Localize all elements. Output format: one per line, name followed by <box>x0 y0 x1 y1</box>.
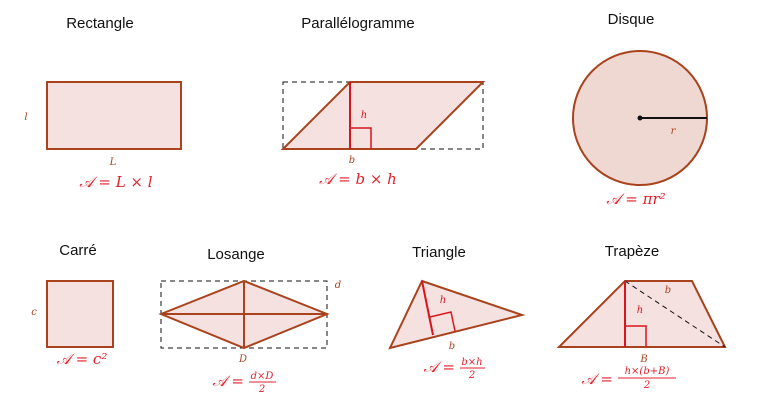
square-figure: Carré c 𝒜 = c² <box>31 242 114 368</box>
disk-area-formula: 𝒜 = πr² <box>606 190 665 208</box>
triangle-figure: Triangle h b 𝒜 = b×h 2 <box>388 244 526 381</box>
disk-title: Disque <box>608 11 655 28</box>
triangle-area-formula: 𝒜 = b×h 2 <box>423 357 485 381</box>
rhombus-title: Losange <box>207 246 265 263</box>
triangle-formula-lhs: 𝒜 = <box>423 358 455 376</box>
triangle-right-angle <box>429 311 456 332</box>
trapezoid-formula-denominator: 2 <box>643 380 650 391</box>
parallelogram-title: Parallélogramme <box>301 15 414 32</box>
triangle-formula-numerator: b×h <box>461 357 482 368</box>
trapezoid-area-formula: 𝒜 = h×(b+B) 2 <box>581 366 676 391</box>
trapezoid-formula-numerator: h×(b+B) <box>625 366 670 377</box>
triangle-title: Triangle <box>412 244 466 261</box>
parallelogram-shape <box>280 81 486 150</box>
square-shape <box>46 280 114 348</box>
square-title: Carré <box>59 242 97 259</box>
trapezoid-small-base-label: b <box>665 285 671 296</box>
rhombus-area-formula: 𝒜 = d×D 2 <box>212 371 276 395</box>
rhombus-figure: Losange d D 𝒜 = d×D 2 <box>158 246 341 395</box>
triangle-formula-denominator: 2 <box>468 370 475 381</box>
rhombus-formula-lhs: 𝒜 = <box>212 372 244 390</box>
rhombus-formula-denominator: 2 <box>258 384 265 395</box>
trapezoid-shape <box>556 280 727 348</box>
rectangle-shape <box>46 81 182 150</box>
disk-center-point <box>637 115 643 121</box>
rectangle-area-formula: 𝒜 = L × l <box>79 173 152 191</box>
trapezoid-right-angle <box>625 325 647 347</box>
rhombus-small-diagonal-label: d <box>335 280 341 291</box>
parallelogram-right-angle <box>350 127 372 149</box>
triangle-height-label: h <box>440 295 446 306</box>
disk-figure: Disque r 𝒜 = πr² <box>572 11 708 208</box>
square-area-formula: 𝒜 = c² <box>57 350 108 368</box>
parallelogram-base-label: b <box>349 155 355 166</box>
rectangle-width-label: l <box>24 112 27 123</box>
rhombus-big-diagonal-label: D <box>238 354 247 365</box>
parallelogram-height-label: h <box>361 110 367 121</box>
triangle-shape <box>388 279 526 350</box>
trapezoid-big-base-label: B <box>639 354 647 365</box>
trapezoid-title: Trapèze <box>605 243 659 260</box>
disk-radius-label: r <box>671 126 677 137</box>
triangle-height-line <box>421 280 434 336</box>
trapezoid-height-label: h <box>637 305 643 316</box>
rectangle-figure: Rectangle l L 𝒜 = L × l <box>24 15 182 191</box>
trapezoid-formula-lhs: 𝒜 = <box>581 370 613 388</box>
parallelogram-figure: Parallélogramme h b 𝒜 = b × h <box>280 15 486 188</box>
triangle-base-label: b <box>449 341 455 352</box>
trapezoid-figure: Trapèze h b B 𝒜 = h×(b+B) 2 <box>556 243 727 391</box>
square-side-label: c <box>31 307 37 318</box>
rectangle-length-label: L <box>109 157 117 168</box>
rhombus-formula-numerator: d×D <box>251 371 274 382</box>
trapezoid-diagonal <box>624 280 726 348</box>
parallelogram-area-formula: 𝒜 = b × h <box>319 170 397 188</box>
rectangle-title: Rectangle <box>66 15 134 32</box>
